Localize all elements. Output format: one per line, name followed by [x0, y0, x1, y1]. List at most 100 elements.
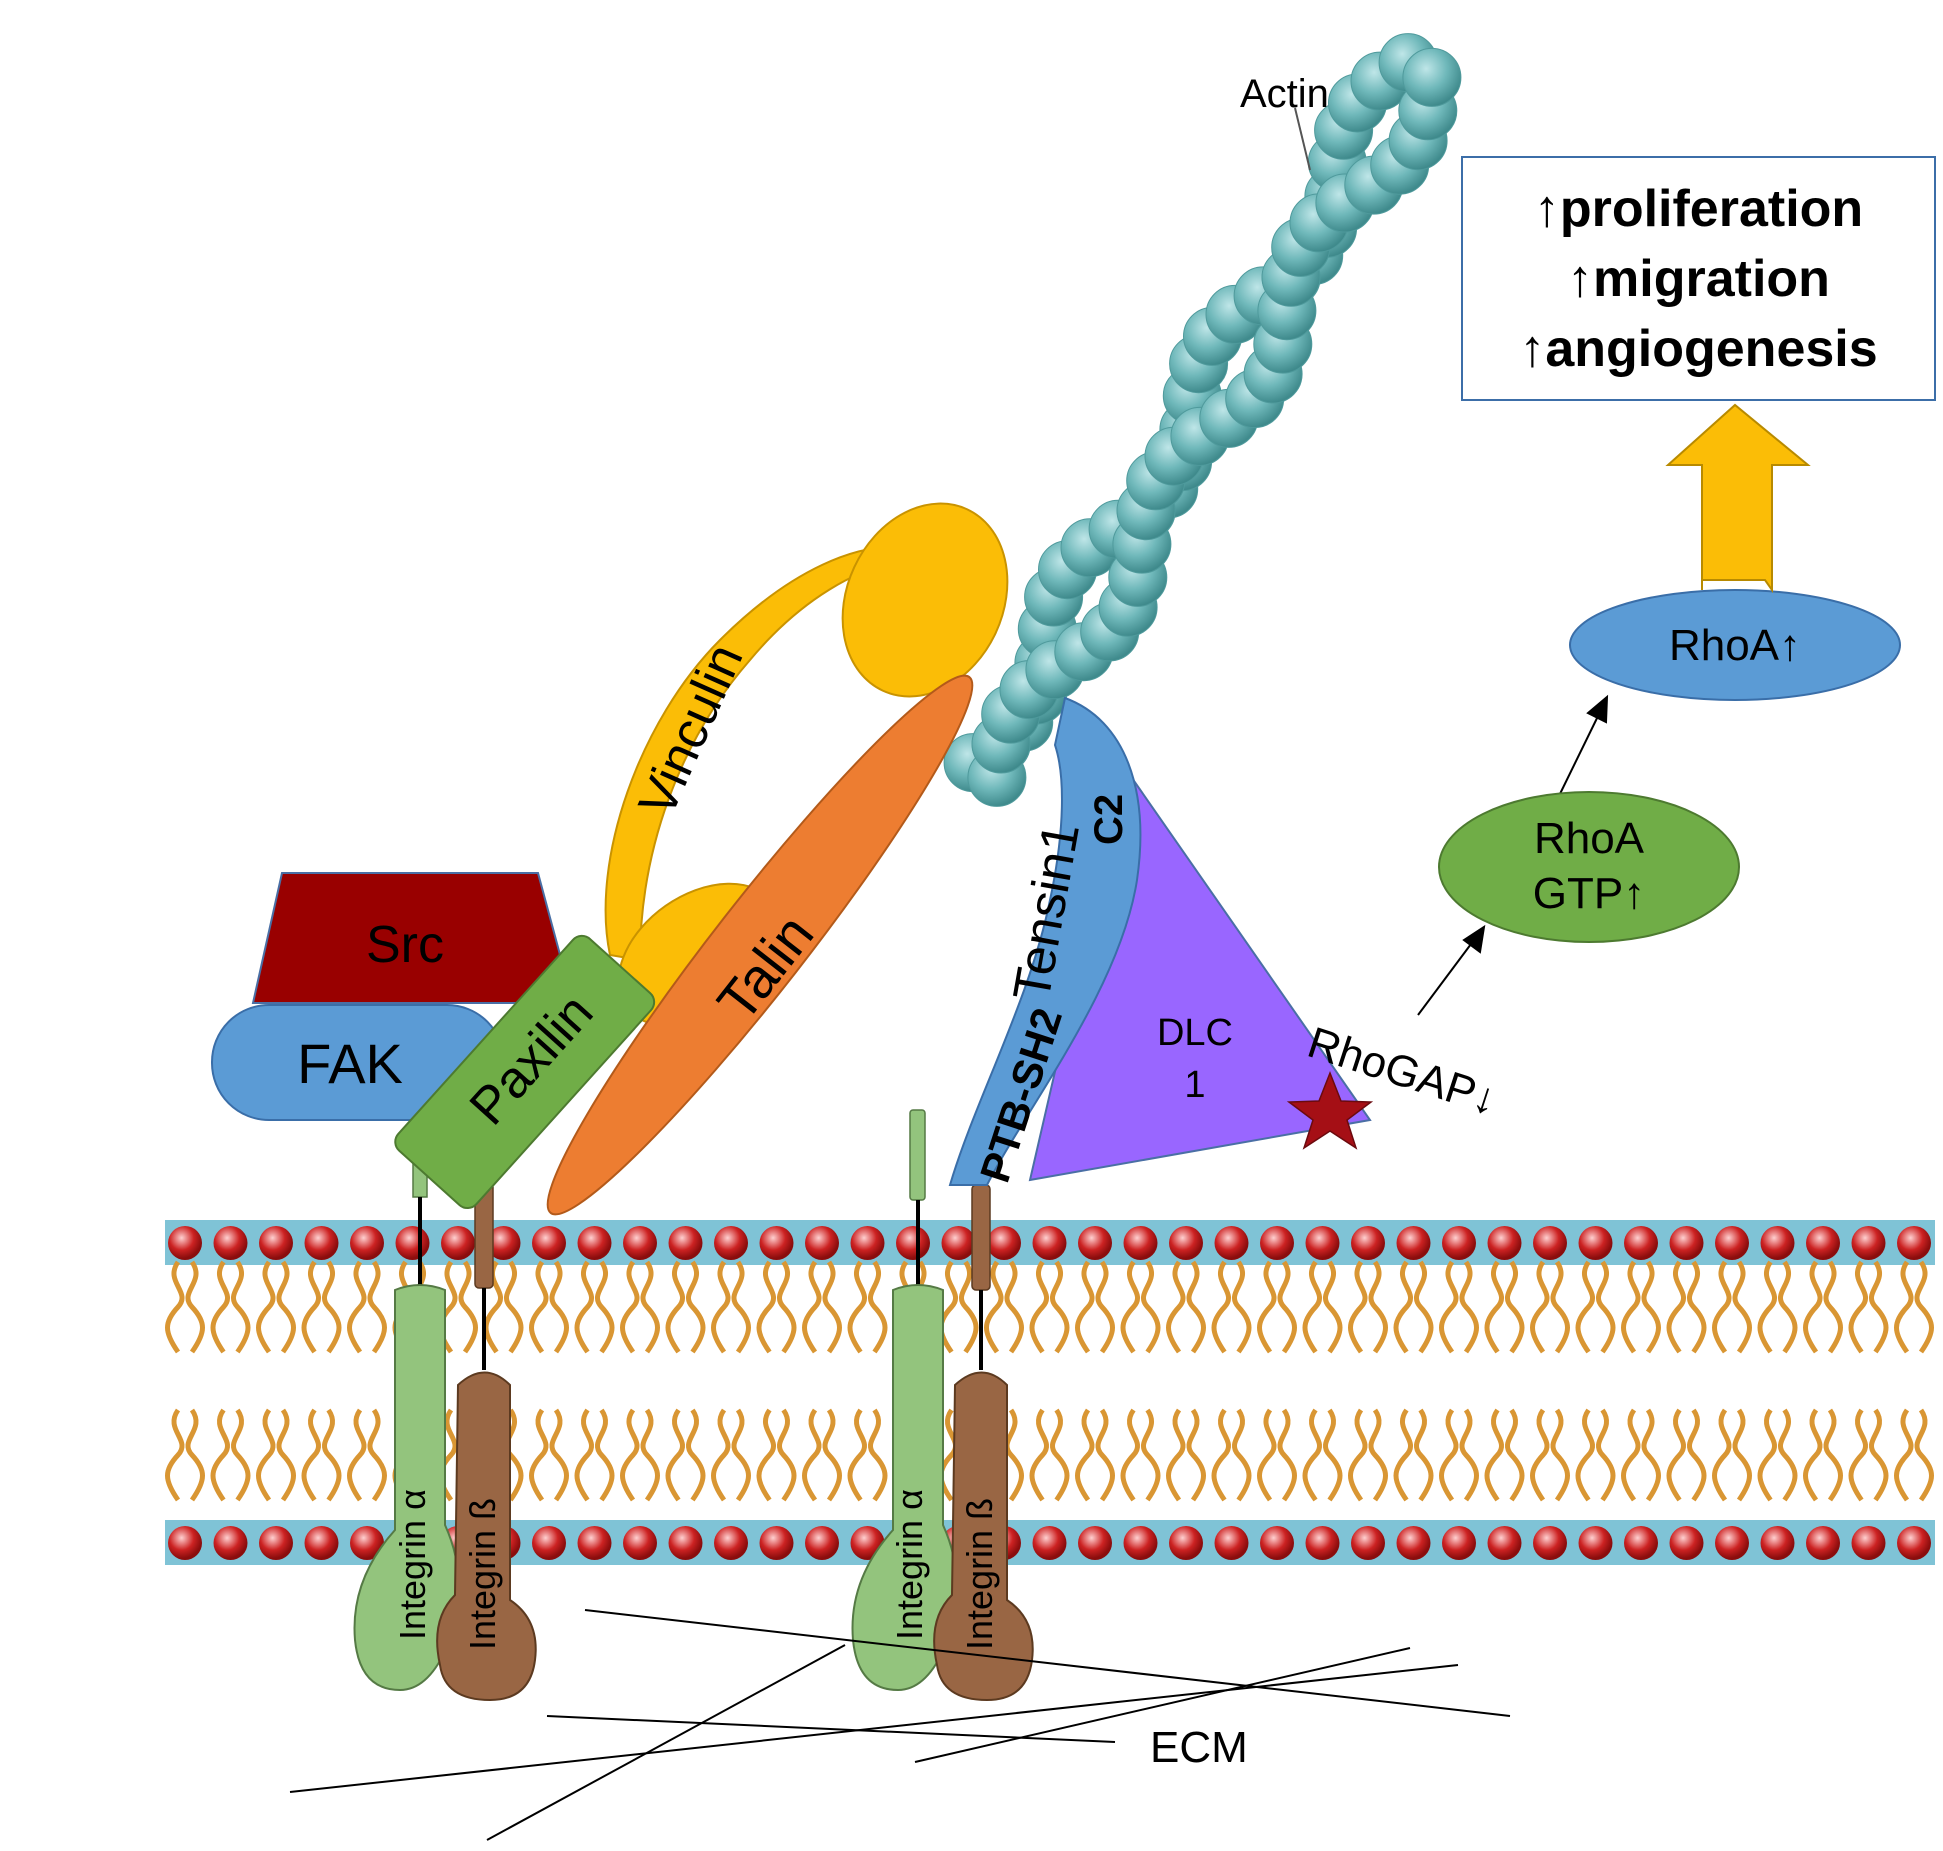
lipid-tail [1869, 1260, 1889, 1354]
integrin-beta-label-left: Integrin ß [462, 1498, 503, 1650]
lipid-tail [777, 1408, 797, 1502]
lipid-tail [665, 1408, 685, 1502]
lipid-head [623, 1226, 657, 1260]
lipid-tail [959, 1260, 979, 1354]
lipid-tail [1621, 1260, 1641, 1354]
lipid-tail [347, 1408, 367, 1502]
lipid-tail [1439, 1260, 1459, 1354]
lipid-tail [1666, 1260, 1686, 1354]
lipid-tail [231, 1408, 251, 1502]
lipid-tail [1166, 1260, 1186, 1354]
lipid-head [1032, 1226, 1067, 1260]
lipid-tail [595, 1408, 615, 1502]
outcome-proliferation: ↑proliferation [1533, 179, 1864, 238]
lipid-head [1669, 1226, 1704, 1260]
lipid-tail [1894, 1260, 1914, 1354]
lipid-tail [1530, 1408, 1550, 1502]
lipid-head [714, 1226, 748, 1260]
lipid-head [1806, 1526, 1840, 1560]
lipid-head [1169, 1226, 1203, 1260]
lipid-head [1533, 1226, 1567, 1260]
lipid-tail [802, 1260, 822, 1354]
lipid-tail [574, 1408, 594, 1502]
lipid-tail [1120, 1260, 1140, 1354]
lipid-tail [1257, 1408, 1277, 1502]
lipid-tail [1596, 1408, 1616, 1502]
lipid-head [168, 1526, 202, 1560]
lipid-tail [1004, 1260, 1024, 1354]
lipid-tail [1095, 1260, 1115, 1354]
lipid-head [1396, 1526, 1431, 1560]
lipid-tail [1687, 1260, 1707, 1354]
lipid-tail [1302, 1260, 1322, 1354]
lipid-tail [640, 1408, 660, 1502]
lipid-tail [1848, 1408, 1868, 1502]
lipid-head [1806, 1226, 1840, 1260]
lipid-head [805, 1526, 839, 1560]
lipid-head [1715, 1526, 1749, 1560]
lipid-tail [595, 1260, 615, 1354]
lipid-tail [847, 1408, 867, 1502]
ecm-fibers [289, 1609, 1511, 1841]
lipid-tail [1211, 1408, 1231, 1502]
lipid-head [1851, 1226, 1886, 1260]
lipid-head [759, 1526, 794, 1560]
lipid-head [168, 1226, 202, 1260]
rhoa-gtp [1438, 791, 1740, 943]
lipid-head [1760, 1526, 1795, 1560]
lipid-tail [1393, 1260, 1413, 1354]
lipid-tail [1323, 1408, 1343, 1502]
lipid-tail [549, 1260, 569, 1354]
cell-membrane [165, 1220, 1935, 1565]
lipid-head [350, 1226, 384, 1260]
lipid-head [304, 1526, 339, 1560]
lipid-tail [756, 1408, 776, 1502]
lipid-tail [1732, 1260, 1752, 1354]
lipid-tail [777, 1260, 797, 1354]
lipid-head [1260, 1526, 1294, 1560]
lipid-head [1305, 1526, 1340, 1560]
lipid-head [1123, 1526, 1158, 1560]
lipid-tail [165, 1408, 185, 1502]
lipid-tail [731, 1408, 751, 1502]
lipid-tail [458, 1260, 478, 1354]
lipid-head [577, 1526, 612, 1560]
lipid-head [1123, 1226, 1158, 1260]
lipid-head [1214, 1226, 1249, 1260]
lipid-tail [185, 1408, 205, 1502]
lipid-tail [231, 1260, 251, 1354]
lipid-head [213, 1226, 248, 1260]
outcome-angiogenesis: ↑angiogenesis [1519, 319, 1878, 378]
lipid-head [759, 1226, 794, 1260]
upregulation-arrow [1665, 403, 1811, 594]
lipid-tail [620, 1408, 640, 1502]
lipid-head [1260, 1226, 1294, 1260]
lipid-tail [185, 1260, 205, 1354]
lipid-tail [549, 1408, 569, 1502]
actin-monomer [1402, 47, 1462, 107]
lipid-tail [276, 1408, 296, 1502]
lipid-head [1624, 1226, 1658, 1260]
integrin-alpha-right [851, 1284, 958, 1692]
lipid-tail [256, 1408, 276, 1502]
lipid-head [850, 1226, 885, 1260]
lipid-tail [1641, 1408, 1661, 1502]
lipid-heads [168, 1226, 1931, 1560]
lipid-tail [1414, 1408, 1434, 1502]
lipid-tail [1232, 1260, 1252, 1354]
lipid-head [1442, 1226, 1476, 1260]
lipid-head [1487, 1526, 1522, 1560]
lipid-tail [711, 1408, 731, 1502]
lipid-tail [1621, 1408, 1641, 1502]
lipid-tail [1575, 1408, 1595, 1502]
lipid-tail [1393, 1408, 1413, 1502]
lipid-head [350, 1526, 384, 1560]
lipid-head [1487, 1226, 1522, 1260]
lipid-tail [301, 1260, 321, 1354]
lipid-tail [1505, 1260, 1525, 1354]
lipid-tail [1029, 1408, 1049, 1502]
lipid-head [304, 1226, 339, 1260]
lipid-tail [1075, 1408, 1095, 1502]
lipid-head [1897, 1226, 1931, 1260]
